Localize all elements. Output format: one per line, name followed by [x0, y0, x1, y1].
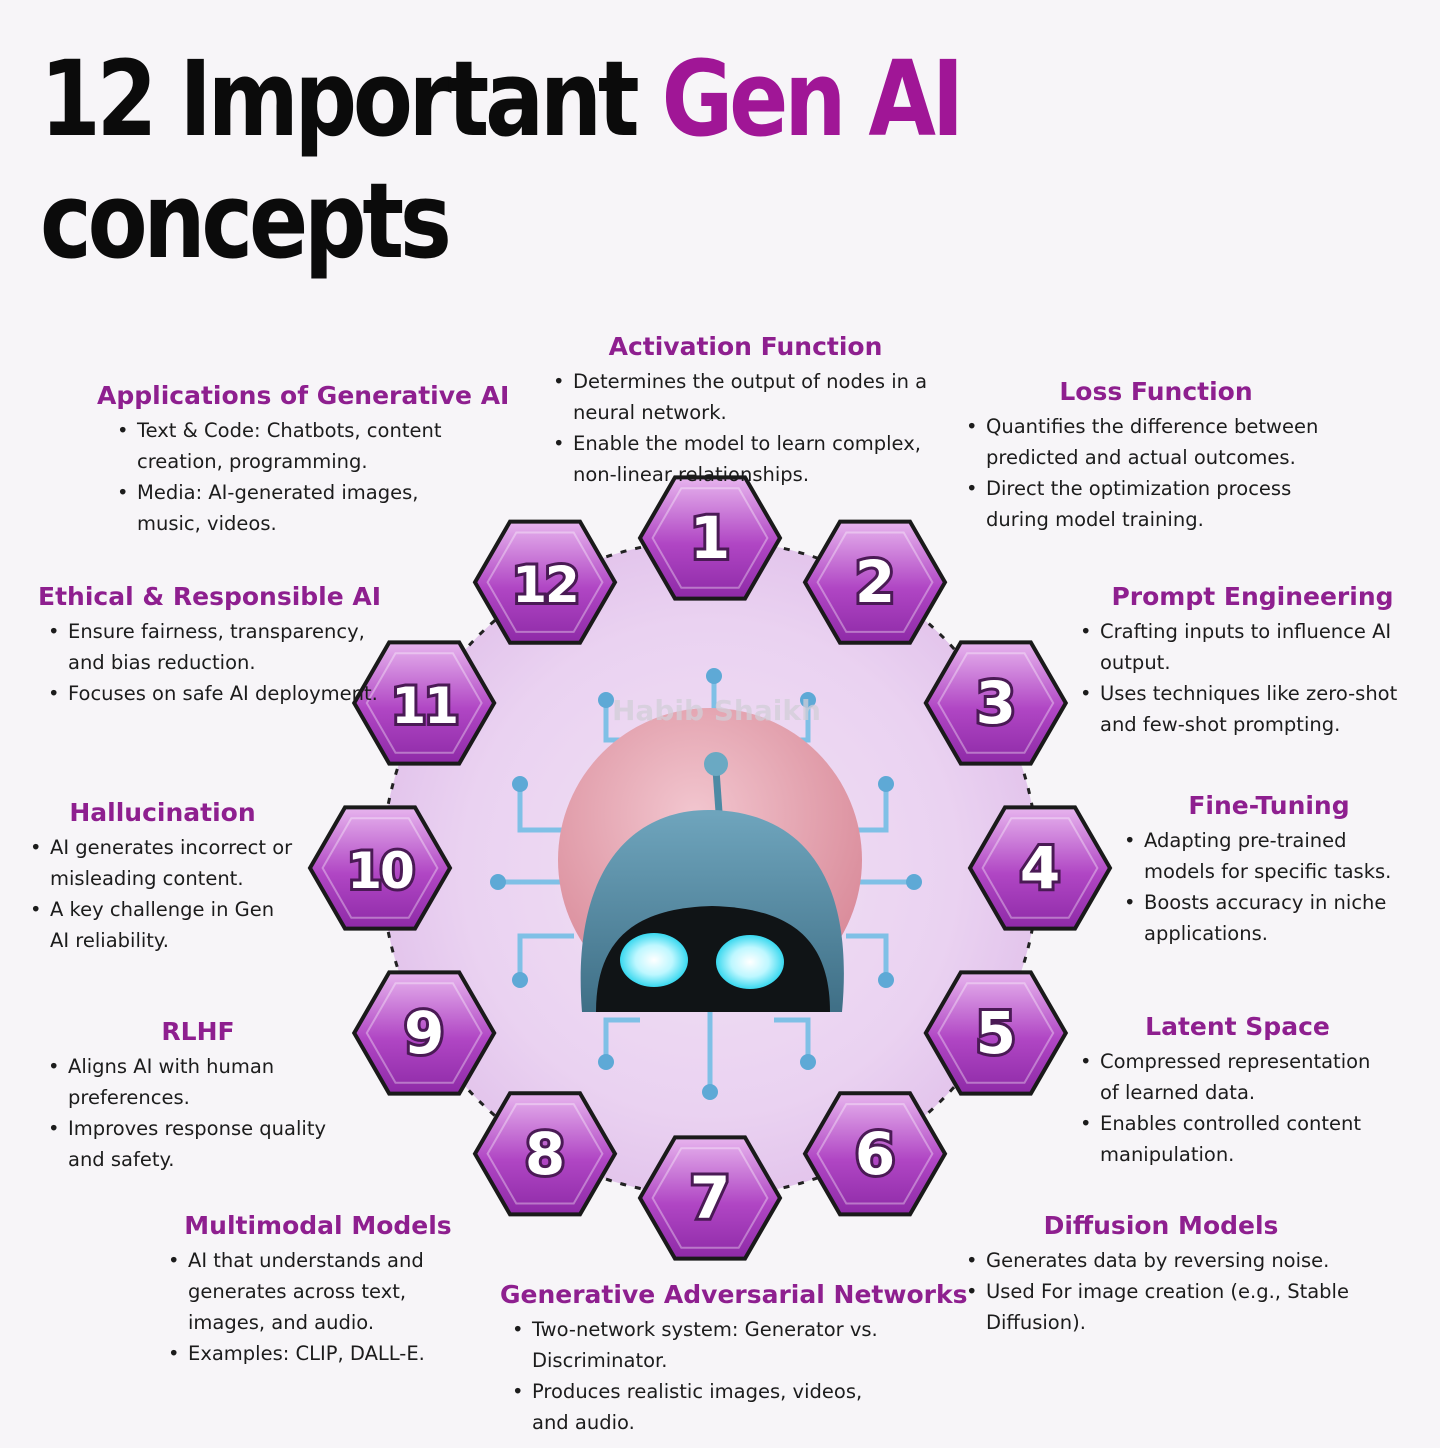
hexagon-4: 4: [967, 805, 1113, 931]
concept-heading-5: Latent Space: [1145, 1012, 1330, 1041]
concept-7-bullet-1: Two-network system: Generator vs. Discri…: [512, 1314, 892, 1376]
connector-trace: [846, 933, 889, 980]
connector-trace: [517, 784, 575, 833]
hexagon-number: 6: [855, 1120, 895, 1188]
concept-6-bullet-1: Generates data by reversing noise.: [966, 1245, 1356, 1276]
concept-12-bullet-1: Text & Code: Chatbots, content creation,…: [117, 415, 457, 477]
watermark: Habib Shaikh: [612, 694, 821, 727]
hexagon-number: 3: [976, 669, 1016, 737]
hexagon-5: 5: [923, 970, 1069, 1096]
concept-5-bullet-1: Compressed representation of learned dat…: [1080, 1046, 1395, 1108]
title-line-1: 12 Important: [40, 38, 640, 160]
concept-10-bullet-1: AI generates incorrect or misleading con…: [30, 832, 295, 894]
connector-dot: [702, 1084, 718, 1100]
connector-dot: [598, 692, 614, 708]
concept-heading-4: Fine-Tuning: [1188, 791, 1350, 820]
concept-heading-9: RLHF: [161, 1017, 235, 1046]
connector-trace: [603, 1017, 640, 1062]
hexagon-number: 7: [690, 1164, 730, 1232]
concept-heading-8: Multimodal Models: [184, 1211, 452, 1240]
concept-block-10: Hallucination AI generates incorrect or …: [30, 796, 295, 956]
hexagon-number: 2: [855, 548, 895, 616]
concept-block-2: Loss Function Quantifies the difference …: [966, 375, 1346, 535]
concept-1-bullet-2: Enable the model to learn complex, non-l…: [553, 428, 938, 490]
concept-12-bullet-2: Media: AI-generated images, music, video…: [117, 477, 457, 539]
connector-dot: [512, 972, 528, 988]
concept-7-bullet-2: Produces realistic images, videos, and a…: [512, 1376, 892, 1438]
connector-dot: [512, 776, 528, 792]
concept-block-6: Diffusion Models Generates data by rever…: [966, 1209, 1356, 1338]
connector-dot: [878, 972, 894, 988]
robot-head-icon: [580, 752, 844, 1012]
concept-heading-3: Prompt Engineering: [1111, 582, 1394, 611]
concept-block-11: Ethical & Responsible AI Ensure fairness…: [38, 580, 388, 709]
concept-heading-10: Hallucination: [69, 798, 256, 827]
title-accent: Gen AI: [661, 38, 965, 160]
hexagon-number: 5: [976, 999, 1016, 1067]
concept-1-bullet-1: Determines the output of nodes in a neur…: [553, 366, 938, 428]
concept-heading-7: Generative Adversarial Networks: [500, 1280, 968, 1309]
concept-block-8: Multimodal Models AI that understands an…: [168, 1209, 468, 1369]
concept-block-7: Generative Adversarial Networks Two-netw…: [500, 1278, 968, 1438]
concept-heading-1: Activation Function: [608, 332, 883, 361]
concept-block-1: Activation Function Determines the outpu…: [553, 330, 938, 490]
hexagon-1: 1: [637, 475, 783, 601]
concept-block-12: Applications of Generative AI Text & Cod…: [97, 379, 510, 539]
hexagon-number: 1: [690, 504, 730, 572]
connector-dot: [800, 692, 816, 708]
concept-2-bullet-1: Quantifies the difference between predic…: [966, 411, 1346, 473]
hexagon-number: 10: [347, 842, 413, 900]
concept-4-bullet-1: Adapting pre-trained models for specific…: [1124, 825, 1414, 887]
hexagon-number: 8: [525, 1120, 565, 1188]
hexagon-6: 6: [802, 1091, 948, 1217]
hexagon-8: 8: [472, 1091, 618, 1217]
hexagon-number: 11: [391, 677, 457, 735]
concept-11-bullet-1: Ensure fairness, transparency, and bias …: [48, 616, 388, 678]
concept-heading-12: Applications of Generative AI: [97, 381, 510, 410]
concept-9-bullet-2: Improves response quality and safety.: [48, 1113, 348, 1175]
concept-8-bullet-2: Examples: CLIP, DALL-E.: [168, 1338, 468, 1369]
concept-9-bullet-1: Aligns AI with human preferences.: [48, 1051, 348, 1113]
hexagon-10: 10: [307, 805, 453, 931]
concept-block-5: Latent Space Compressed representation o…: [1080, 1010, 1395, 1170]
concept-4-bullet-2: Boosts accuracy in niche applications.: [1124, 887, 1414, 949]
connector-dot: [490, 874, 506, 890]
hexagon-number: 4: [1020, 834, 1060, 902]
connector-dot: [906, 874, 922, 890]
concept-heading-11: Ethical & Responsible AI: [38, 582, 382, 611]
concept-11-bullet-2: Focuses on safe AI deployment.: [48, 678, 388, 709]
concept-heading-6: Diffusion Models: [1043, 1211, 1279, 1240]
hexagon-12: 12: [472, 519, 618, 645]
connector-trace: [774, 1017, 811, 1062]
hexagon-number: 12: [512, 556, 578, 614]
concept-5-bullet-2: Enables controlled content manipulation.: [1080, 1108, 1395, 1170]
connector-dot: [598, 1054, 614, 1070]
connector-dot: [878, 776, 894, 792]
concept-block-9: RLHF Aligns AI with human preferences. I…: [48, 1015, 348, 1175]
concept-8-bullet-1: AI that understands and generates across…: [168, 1245, 468, 1338]
concept-6-bullet-2: Used For image creation (e.g., Stable Di…: [966, 1276, 1356, 1338]
hexagon-7: 7: [637, 1135, 783, 1261]
concept-block-4: Fine-Tuning Adapting pre-trained models …: [1124, 789, 1414, 949]
hexagon-2: 2: [802, 519, 948, 645]
hexagon-11: 11: [351, 640, 497, 766]
page-title: 12 Important Gen AI concepts: [40, 38, 965, 282]
hexagon-number: 9: [404, 999, 444, 1067]
concept-3-bullet-1: Crafting inputs to influence AI output.: [1080, 616, 1425, 678]
concept-block-3: Prompt Engineering Crafting inputs to in…: [1080, 580, 1425, 740]
concept-2-bullet-2: Direct the optimization process during m…: [966, 473, 1346, 535]
connector-dot: [706, 668, 722, 684]
connector-trace: [517, 933, 574, 980]
hexagon-3: 3: [923, 640, 1069, 766]
concept-10-bullet-2: A key challenge in Gen AI reliability.: [30, 894, 295, 956]
hexagon-9: 9: [351, 970, 497, 1096]
title-line-2: concepts: [40, 160, 452, 282]
concept-3-bullet-2: Uses techniques like zero-shot and few-s…: [1080, 678, 1425, 740]
connector-dot: [800, 1054, 816, 1070]
concept-heading-2: Loss Function: [1059, 377, 1253, 406]
